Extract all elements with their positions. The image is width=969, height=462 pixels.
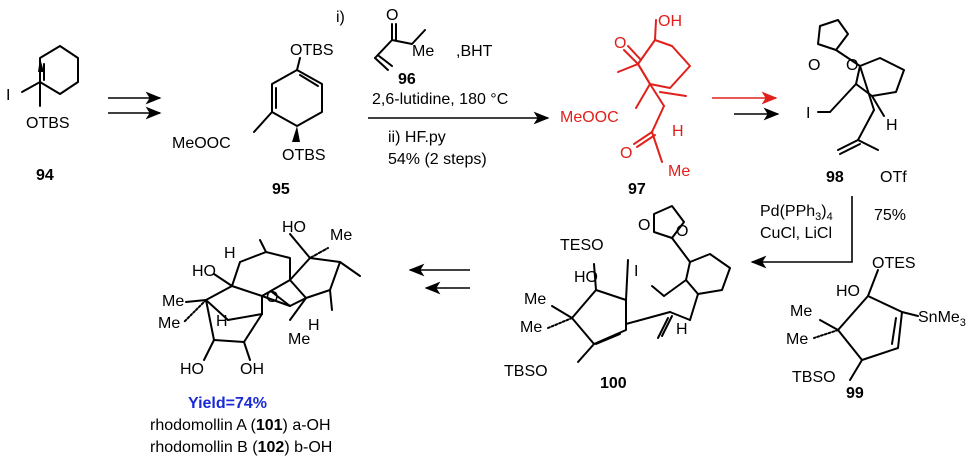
ho-label: HO [574,269,598,286]
ketal-oxygen-2: O [676,223,688,240]
meooc-label: MeOOC [560,109,619,126]
methyl-label: Me [668,163,690,180]
otbs-bottom-label: OTBS [282,147,326,164]
otf-label: OTf [880,169,907,186]
otbs-label: OTBS [26,115,70,132]
iodo-label: I [806,105,810,122]
step2-reagent: ii) HF.py [388,129,446,146]
compound-101-102: HO Me H HO Me Me O H H Me HO OH [158,219,361,378]
h-label-2: H [216,313,228,330]
h-label-3: H [308,317,320,334]
compound-94: I OTBS 94 [6,45,79,184]
compound-number-100: 100 [600,375,627,392]
compound-100: TESO HO I O O Me Me H TBSO 100 [504,205,731,392]
coupling-yield: 75% [874,207,906,224]
pd-catalyst: Pd(PPh3)4 [760,203,833,223]
step-i-label: i) [336,9,345,26]
methyl-label-3: Me [288,331,310,348]
ho-label: HO [836,283,860,300]
oh-label: OH [658,13,682,30]
yield-label: Yield=74% [188,395,267,412]
compound-number-97: 97 [628,181,646,198]
conditions-step2: ii) HF.py 54% (2 steps) [388,129,487,168]
compound-97: OH O MeOOC H O Me 97 [560,13,691,198]
ketal-oxygen-2: O [846,57,858,74]
compound-95: OTBS MeOOC OTBS 95 [172,42,334,198]
compound-number-99: 99 [846,385,864,402]
compound-number-98: 98 [826,169,844,186]
methyl-top-label: Me [330,227,352,244]
conditions-step1: i) O Me 96 ,BHT 2,6-lutidine, 180 °C [336,7,508,108]
h-label-1: H [224,245,236,262]
acetyl-oxygen-label: O [620,145,632,162]
reagent-96-number: 96 [398,71,416,88]
rhodomollin-b-line: rhodomollin B (102) b-OH [150,439,332,456]
rhodomollin-a-line: rhodomollin A (101) a-OH [150,417,331,434]
tbso-label: TBSO [504,363,548,380]
h-label: H [676,321,688,338]
compound-number-94: 94 [36,167,54,184]
compound-99: OTES HO Me Me SnMe3 TBSO 99 [786,255,966,402]
methyl-label-2: Me [158,315,180,332]
tbso-label: TBSO [792,369,836,386]
copper-lithium-salts: CuCl, LiCl [760,225,832,242]
iodo-label: I [634,263,638,280]
arrow-98-100 [750,196,853,269]
compound-number-95: 95 [272,181,290,198]
stannane-label: SnMe3 [918,309,966,329]
conditions-coupling: Pd(PPh3)4 CuCl, LiCl 75% [760,203,906,242]
methyl-label-1: Me [790,303,812,320]
step1-conditions: 2,6-lutidine, 180 °C [372,91,508,108]
step2-yield: 54% (2 steps) [388,151,487,168]
otes-label: OTES [872,255,916,272]
h-label: H [886,117,898,134]
ho-left-label: HO [192,263,216,280]
methyl-label-2: Me [520,319,542,336]
ether-oxygen-label: O [266,289,278,306]
ketal-oxygen-1: O [638,217,650,234]
ho-bottom-label: HO [180,361,204,378]
reagent-96-oxygen: O [386,7,398,24]
oh-bottom-label: OH [240,361,264,378]
methyl-label-2: Me [786,331,808,348]
teso-label: TESO [560,237,604,254]
reagent-96-methyl: Me [412,43,434,60]
bht-label: ,BHT [456,43,493,60]
compound-98: O O I H OTf 98 [806,19,907,186]
methyl-label-1: Me [162,293,184,310]
iodo-label: I [6,87,10,104]
methyl-label-1: Me [524,291,546,308]
otbs-top-label: OTBS [290,42,334,59]
meooc-label: MeOOC [172,135,231,152]
ketone-oxygen-label: O [614,35,626,52]
ketal-oxygen-1: O [808,57,820,74]
ho-top-label: HO [282,219,306,236]
h-label: H [672,123,684,140]
